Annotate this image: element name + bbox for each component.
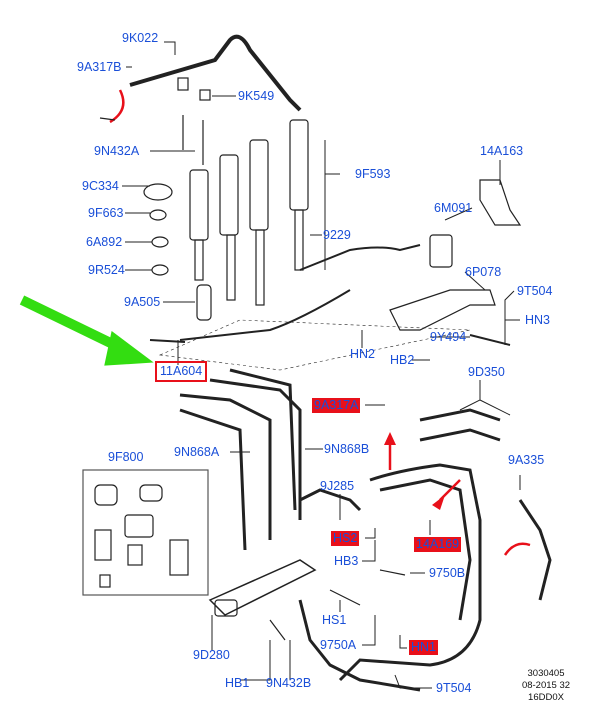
label-9T504-bottom[interactable]: 9T504 — [436, 681, 472, 695]
label-9A335[interactable]: 9A335 — [508, 453, 545, 467]
leader-lines — [122, 41, 521, 689]
label-9750A[interactable]: 9750A — [320, 638, 357, 652]
ref-code: 3030405 — [527, 668, 565, 679]
label-HB1[interactable]: HB1 — [225, 676, 250, 690]
label-9N432B[interactable]: 9N432B — [266, 676, 312, 690]
label-9K549[interactable]: 9K549 — [238, 89, 275, 103]
label-9F800[interactable]: 9F800 — [108, 450, 144, 464]
kit-parts — [94, 484, 189, 588]
label-14A163[interactable]: 14A163 — [480, 144, 524, 158]
label-9K022[interactable]: 9K022 — [122, 31, 159, 45]
label-9R524[interactable]: 9R524 — [88, 263, 125, 277]
label-14A169[interactable]: 14A169 — [414, 537, 462, 552]
label-HS2[interactable]: HS2 — [331, 531, 360, 546]
label-HN2[interactable]: HN2 — [350, 347, 376, 361]
kit-9F800-box — [82, 469, 209, 596]
ref-date: 08-2015 32 — [521, 680, 571, 691]
label-9A505[interactable]: 9A505 — [124, 295, 161, 309]
fuel-rail — [208, 559, 317, 616]
washers — [143, 77, 211, 276]
label-9A317B[interactable]: 9A317B — [77, 60, 122, 74]
leak-off-line — [129, 34, 302, 112]
ref-id: 16DD0X — [528, 692, 564, 703]
wiring-harness — [179, 244, 421, 341]
label-6P078[interactable]: 6P078 — [465, 265, 502, 279]
fuel-lines — [179, 368, 552, 692]
label-6A892[interactable]: 6A892 — [86, 235, 123, 249]
injectors — [182, 115, 309, 321]
label-HB2[interactable]: HB2 — [390, 353, 415, 367]
label-6M091[interactable]: 6M091 — [434, 201, 473, 215]
pointer-arrow — [19, 295, 128, 355]
label-9750B[interactable]: 9750B — [429, 566, 466, 580]
label-9F663[interactable]: 9F663 — [88, 206, 124, 220]
label-9C334[interactable]: 9C334 — [82, 179, 119, 193]
label-9N868A[interactable]: 9N868A — [174, 445, 220, 459]
label-HB3[interactable]: HB3 — [334, 554, 359, 568]
label-9T504-top[interactable]: 9T504 — [517, 284, 553, 298]
label-9D280[interactable]: 9D280 — [193, 648, 230, 662]
label-9F593[interactable]: 9F593 — [355, 167, 391, 181]
label-9J285[interactable]: 9J285 — [320, 479, 355, 493]
label-9D350[interactable]: 9D350 — [468, 365, 505, 379]
label-HN3[interactable]: HN3 — [525, 313, 551, 327]
label-9A317A[interactable]: 9A317A — [312, 398, 361, 413]
label-9N432A[interactable]: 9N432A — [94, 144, 140, 158]
label-HS1[interactable]: HS1 — [322, 613, 347, 627]
label-HN1[interactable]: HN1 — [409, 640, 439, 655]
label-9Y494[interactable]: 9Y494 — [430, 330, 467, 344]
diagram-reference-code: 3030405 08-2015 32 16DD0X — [506, 668, 586, 704]
label-9229[interactable]: 9229 — [323, 228, 351, 242]
label-11A604[interactable]: 11A604 — [155, 361, 208, 382]
label-9N868B[interactable]: 9N868B — [324, 442, 370, 456]
